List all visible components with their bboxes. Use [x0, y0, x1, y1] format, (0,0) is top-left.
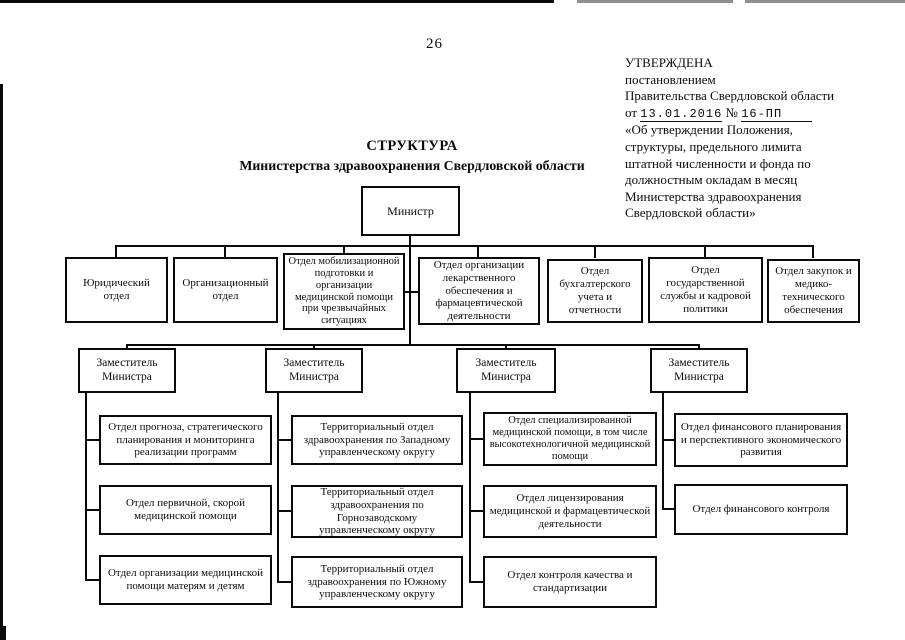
approval-block: УТВЕРЖДЕНА постановлением Правительства … — [625, 55, 900, 222]
connector — [85, 509, 101, 511]
connector — [469, 510, 485, 512]
scan-edge-top — [577, 0, 733, 3]
title-line-1: СТРУКТУРА — [366, 138, 458, 154]
connector — [115, 245, 117, 258]
org-box-mother-child-care-dept: Отдел организации медицинской помощи мат… — [99, 555, 272, 605]
connector — [469, 438, 485, 440]
org-box-forecast-planning-dept: Отдел прогноза, стратегического планиров… — [99, 415, 272, 465]
org-box-legal-dept: Юридический отдел — [65, 257, 168, 323]
approval-line: штатной численности и фонда по — [625, 155, 811, 171]
connector — [409, 245, 411, 346]
org-box-territorial-gornozavodsky-district: Территориальный отдел здравоохранения по… — [291, 485, 463, 538]
org-box-deputy-minister-2: Заместитель Министра — [265, 348, 363, 393]
connector — [704, 245, 706, 258]
org-box-minister: Министр — [361, 186, 460, 236]
connector — [469, 393, 471, 583]
resolution-number: 16-ПП — [741, 106, 813, 122]
connector — [662, 508, 676, 510]
org-box-territorial-southern-district: Территориальный отдел здравоохранения по… — [291, 556, 463, 608]
title-line-2: Министерства здравоохранения Свердловско… — [239, 158, 585, 173]
org-box-organizational-dept: Организационный отдел — [173, 257, 278, 323]
connector — [126, 344, 700, 346]
connector — [594, 245, 596, 258]
approval-line: постановлением — [625, 71, 716, 87]
scan-edge-left — [0, 84, 3, 640]
connector — [403, 291, 422, 293]
date-prefix: от — [625, 104, 638, 120]
connector — [469, 581, 485, 583]
connector — [662, 393, 664, 510]
approval-line: «Об утверждении Положения, — [625, 122, 793, 138]
org-box-drug-provision-dept: Отдел организации лекарственного обеспеч… — [418, 257, 540, 325]
connector — [85, 579, 101, 581]
scan-edge-top — [745, 0, 905, 3]
org-box-deputy-minister-4: Заместитель Министра — [650, 348, 748, 393]
org-box-accounting-dept: Отдел бухгалтерского учета и отчетности — [547, 259, 643, 323]
approval-line: должностным окладам в месяц — [625, 172, 798, 188]
scan-edge-corner — [0, 626, 6, 640]
connector — [277, 510, 293, 512]
connector — [812, 245, 814, 258]
connector — [343, 245, 345, 258]
approval-line: структуры, предельного лимита — [625, 138, 802, 154]
approval-line: Министерства здравоохранения — [625, 188, 802, 204]
org-box-financial-control-dept: Отдел финансового контроля — [674, 484, 848, 535]
connector — [277, 581, 293, 583]
org-box-primary-emergency-care-dept: Отдел первичной, скорой медицинской помо… — [99, 485, 272, 535]
chart-title: СТРУКТУРА Министерства здравоохранения С… — [112, 138, 712, 174]
org-box-financial-planning-dept: Отдел финансового планирования и перспек… — [674, 413, 848, 467]
approval-line: Правительства Свердловской области — [625, 88, 835, 104]
connector — [85, 393, 87, 581]
connector — [277, 393, 279, 583]
connector — [224, 245, 226, 258]
org-box-territorial-western-district: Территориальный отдел здравоохранения по… — [291, 415, 463, 465]
org-box-quality-control-dept: Отдел контроля качества и стандартизации — [483, 556, 657, 608]
approval-date-line: от 13.01.2016 № 16-ПП — [625, 105, 900, 123]
connector — [409, 236, 411, 247]
connector — [662, 439, 676, 441]
approval-line: УТВЕРЖДЕНА — [625, 55, 713, 70]
connector — [115, 245, 814, 247]
resolution-date: 13.01.2016 — [640, 106, 723, 122]
page-number: 26 — [426, 36, 443, 52]
org-box-licensing-dept: Отдел лицензирования медицинской и фарма… — [483, 485, 657, 538]
org-box-deputy-minister-1: Заместитель Министра — [78, 348, 176, 393]
scan-edge-top — [0, 0, 554, 3]
connector — [85, 439, 101, 441]
approval-line: Свердловской области» — [625, 205, 756, 221]
org-box-civil-service-hr-dept: Отдел государственной службы и кадровой … — [648, 257, 763, 323]
org-box-mobilization-dept: Отдел мобилизационной подготовки и орган… — [283, 253, 405, 330]
org-box-specialized-care-dept: Отдел специализированной медицинской пом… — [483, 412, 657, 466]
connector — [477, 245, 479, 258]
org-box-procurement-dept: Отдел закупок и медико-технического обес… — [767, 259, 860, 323]
number-sign: № — [725, 104, 738, 120]
org-box-deputy-minister-3: Заместитель Министра — [456, 348, 556, 393]
connector — [277, 439, 293, 441]
